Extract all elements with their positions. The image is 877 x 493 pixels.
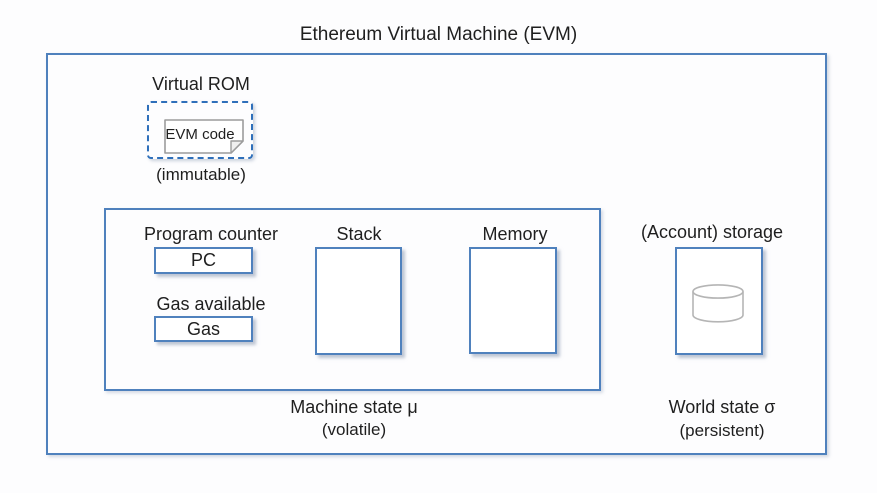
stack-label: Stack	[336, 224, 382, 244]
volatile-caption: (volatile)	[321, 420, 387, 439]
evm-outer-container	[46, 53, 827, 455]
account-storage-box	[675, 247, 763, 355]
machine-state-caption: Machine state μ	[290, 397, 418, 417]
stack-box	[315, 247, 402, 355]
account-storage-label: (Account) storage	[640, 222, 784, 242]
gas-box: Gas	[154, 316, 253, 342]
evm-code-note: EVM code	[164, 119, 244, 154]
program-counter-label: Program counter	[143, 224, 279, 244]
gas-available-label: Gas available	[156, 294, 266, 314]
immutable-label: (immutable)	[156, 165, 246, 184]
database-cylinder-icon	[692, 284, 744, 323]
virtual-rom-dashed-box: EVM code	[147, 101, 253, 159]
persistent-caption: (persistent)	[679, 421, 765, 440]
diagram-title: Ethereum Virtual Machine (EVM)	[299, 24, 578, 45]
evm-code-label: EVM code	[165, 126, 235, 143]
world-state-caption: World state σ	[668, 397, 776, 417]
memory-label: Memory	[482, 224, 548, 244]
virtual-rom-label: Virtual ROM	[152, 74, 250, 94]
program-counter-box: PC	[154, 247, 253, 274]
memory-box	[469, 247, 557, 354]
machine-state-container: Program counter PC Gas available Gas Sta…	[104, 208, 601, 391]
folded-note-icon	[164, 119, 244, 154]
